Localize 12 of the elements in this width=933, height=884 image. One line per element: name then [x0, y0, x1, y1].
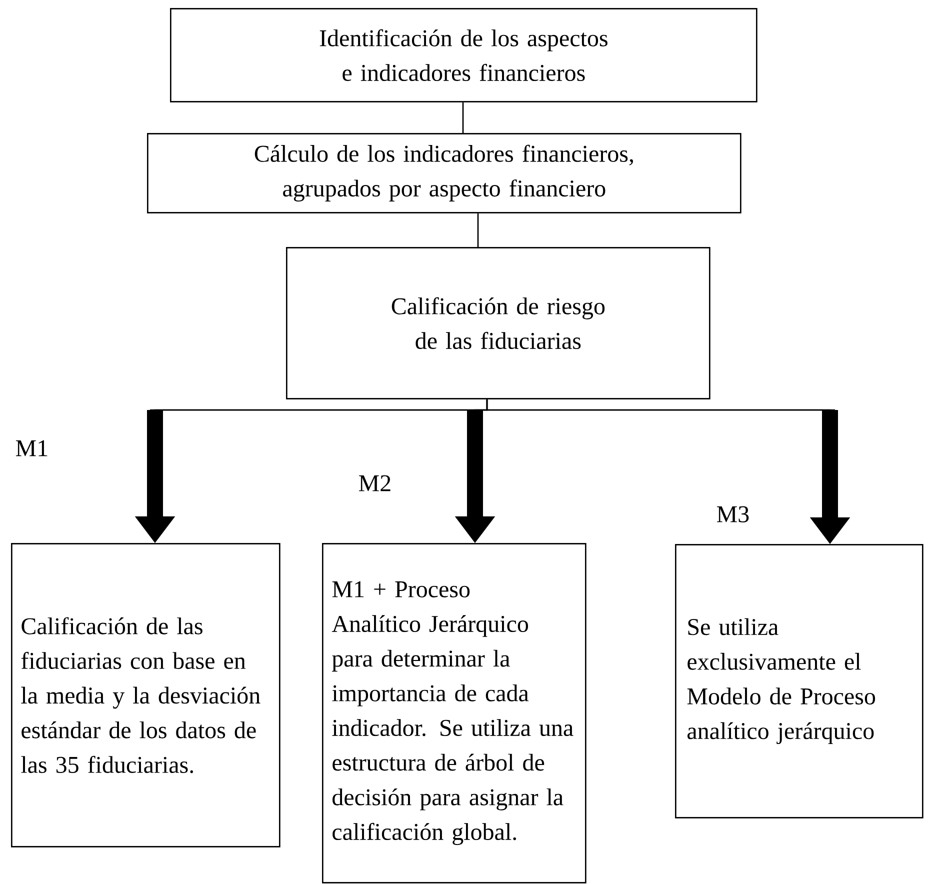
method-box: M1 + Proceso Analítico Jerárquico para determinar la importancia de cada indicador. Se utiliza una estructura de árbol de decisión para asignar la calificación global.: [322, 543, 586, 884]
method-box: Se utiliza exclusivamente el Modelo de Proceso analítico jerárquico: [675, 544, 924, 818]
method-label: M2: [358, 475, 390, 492]
method-box: Calificación de las fiduciarias con base en la media y la desviación estándar de los datos de las 35 fiduciarias.: [11, 543, 280, 848]
connector-line: [477, 213, 479, 247]
step-box: Identificación de los aspectos e indicadores financieros: [170, 8, 758, 102]
method-label: M1: [16, 440, 48, 456]
arrow: [486, 399, 850, 544]
method-label: M3: [716, 506, 749, 522]
connector-line: [462, 102, 464, 133]
step-box: Cálculo de los indicadores financieros, agrupados por aspecto financiero: [147, 133, 742, 214]
step-box: Calificación de riesgo de las fiduciarias: [286, 247, 710, 400]
